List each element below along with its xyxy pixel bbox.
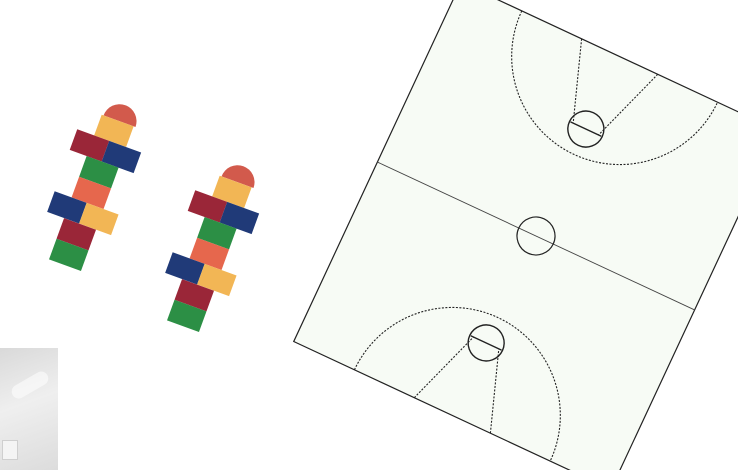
hopscotch-grid-right — [134, 142, 288, 345]
basketball-court-diagram — [294, 0, 738, 470]
court-boundary — [294, 0, 738, 470]
partial-thumbnail — [0, 348, 58, 470]
thumbnail-chip — [2, 440, 18, 460]
hopscotch-grid-left — [16, 81, 170, 284]
thumbnail-highlight — [9, 369, 51, 401]
